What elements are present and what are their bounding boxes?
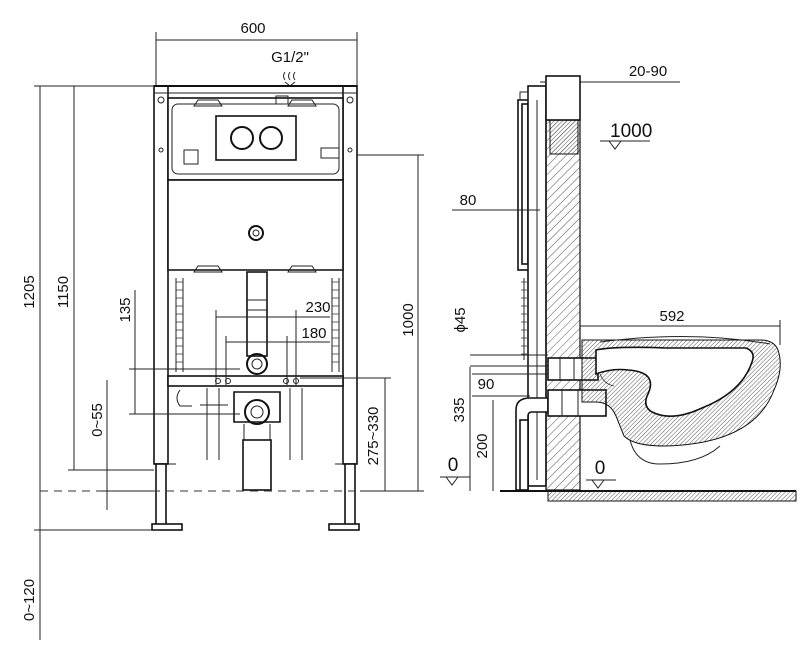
flush-pipe [246,271,268,375]
water-inlet-label: G1/2" [271,49,309,66]
flush-height-label: 1000 [400,303,417,336]
foot-adjust-label: 0~55 [89,403,106,437]
reference-height-label: 1000 [610,121,652,142]
reference-height-marker: 1000 [600,121,652,150]
front-view: 600 G1/2" [21,20,424,640]
drain-height-label: 275~330 [365,407,382,466]
pipe-spacing-2-label: 180 [301,325,326,342]
top-offset-dimension: 80 [452,192,540,211]
wall-cladding [549,117,579,155]
frame-profile [517,85,547,487]
height-frame-label: 1150 [55,276,72,308]
cistern [167,95,344,181]
pipe-diameter-dimension: ϕ45 [452,307,548,367]
threaded-rods [175,278,340,372]
drain-connection [176,388,303,491]
water-inlet: G1/2" [271,49,309,87]
floor-adjust-dimension: 0~120 [21,529,160,621]
floor-level-label-2: 0 [595,458,606,479]
height-total-dimension: 1205 [21,85,154,640]
pipe-spacing-dimensions: 230 180 [215,299,331,385]
pipe-diameter-label: ϕ45 [452,307,469,332]
side-view: 20-90 1000 80 ϕ45 [440,63,797,502]
floor-adjust-label: 0~120 [21,579,38,621]
floor-level-label: 0 [448,455,459,476]
pipe-spacing-1-label: 230 [305,299,330,316]
floor-marker-right: 0 [586,458,616,489]
bowl-length-dimension: 592 [580,308,781,345]
width-label: 600 [240,20,265,37]
wall-section [545,119,581,491]
lower-housing [167,179,344,372]
width-dimension: 600 [155,20,358,90]
fixing-height-label: 335 [451,397,468,422]
foot-adjust-dimension: 0~55 [89,380,154,510]
drain-center-label: 200 [474,433,491,458]
height-total-label: 1205 [21,275,38,308]
inlet-offset-label: 90 [478,376,495,393]
bowl-length-label: 592 [659,308,684,325]
drain-offset-label: 135 [117,297,134,322]
toilet-bowl [581,335,781,465]
side-vertical-dimensions: 90 335 200 [451,367,548,491]
drain-offset-dimension: 135 [117,290,240,415]
frame-legs [151,463,360,531]
drain-height-dimension: 275~330 [300,377,391,491]
top-offset-label: 80 [460,192,477,209]
drain-bend [515,397,549,491]
floor-marker-left: 0 [440,455,470,486]
flush-height-dimension: 1000 [357,154,424,492]
wall-depth-label: 20-90 [629,63,667,80]
side-floor [500,490,797,502]
